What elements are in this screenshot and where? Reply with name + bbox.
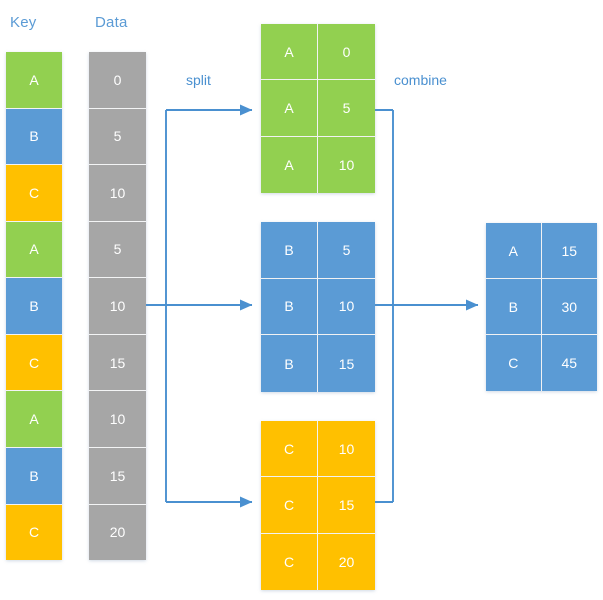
table-cell-key: C	[261, 533, 318, 590]
data-cell: 10	[89, 278, 146, 335]
data-cell: 15	[89, 334, 146, 392]
table-cell-value: 0	[318, 24, 375, 81]
key-cell: C	[6, 334, 62, 392]
table-cell-value: 15	[318, 335, 375, 392]
table-cell-key: B	[261, 222, 318, 279]
key-column-header: Key	[10, 14, 37, 31]
key-cell: B	[6, 447, 62, 505]
table-cell-value: 15	[541, 223, 597, 279]
data-cell: 10	[89, 165, 146, 222]
table-cell-key: C	[486, 335, 542, 391]
table-cell-value: 15	[318, 477, 375, 534]
key-cell: C	[6, 165, 62, 222]
combine-label: combine	[394, 72, 447, 88]
table-cell-value: 5	[318, 222, 375, 279]
key-cell: B	[6, 108, 62, 166]
table-cell-value: 10	[318, 421, 375, 478]
table-cell-key: B	[261, 335, 318, 392]
key-cell: C	[6, 504, 62, 561]
key-cell: A	[6, 52, 62, 109]
data-cell: 15	[89, 447, 146, 505]
table-cell-value: 5	[318, 80, 375, 137]
table-cell-value: 20	[318, 533, 375, 590]
table-cell-key: C	[261, 421, 318, 478]
data-cell: 0	[89, 52, 146, 109]
key-cell: B	[6, 278, 62, 335]
table-cell-key: A	[486, 223, 542, 279]
data-cell: 10	[89, 391, 146, 448]
key-cell: A	[6, 391, 62, 448]
split-label: split	[186, 72, 211, 88]
table-cell-value: 10	[318, 278, 375, 336]
data-cell: 20	[89, 504, 146, 561]
table-cell-key: A	[261, 24, 318, 81]
table-cell-key: A	[261, 136, 318, 193]
table-cell-value: 10	[318, 136, 375, 193]
table-cell-key: C	[261, 477, 318, 534]
key-cell: A	[6, 221, 62, 279]
table-cell-key: A	[261, 80, 318, 137]
table-cell-value: 45	[541, 335, 597, 391]
table-cell-value: 30	[541, 279, 597, 335]
data-cell: 5	[89, 221, 146, 279]
data-column-header: Data	[95, 14, 128, 31]
table-cell-key: B	[261, 278, 318, 336]
table-cell-key: B	[486, 279, 542, 335]
data-cell: 5	[89, 108, 146, 166]
